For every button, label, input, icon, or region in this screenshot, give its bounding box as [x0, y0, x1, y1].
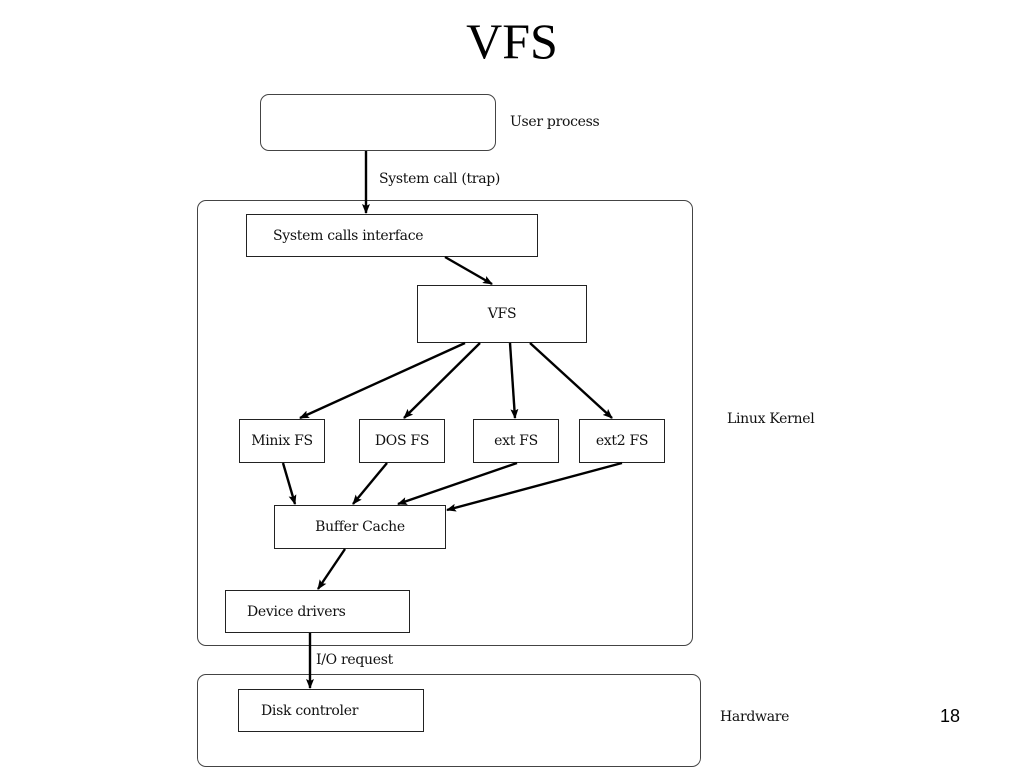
- hardware-box: [197, 674, 701, 767]
- user-process-label: User process: [510, 114, 600, 130]
- dos-fs-text: DOS FS: [374, 433, 430, 449]
- page-number: 18: [940, 706, 961, 726]
- ext2-fs-node: ext2 FS: [579, 419, 665, 463]
- ext-fs-text: ext FS: [494, 433, 538, 449]
- device-drivers-node: Device drivers: [225, 590, 410, 633]
- ext2-fs-text: ext2 FS: [595, 433, 649, 449]
- linux-kernel-box: [197, 200, 693, 646]
- system-call-label: System call (trap): [379, 171, 501, 187]
- ext-fs-node: ext FS: [473, 419, 559, 463]
- buffer-cache-text: Buffer Cache: [315, 519, 405, 535]
- minix-fs-node: Minix FS: [239, 419, 325, 463]
- minix-fs-text: Minix FS: [251, 433, 313, 449]
- vfs-text: VFS: [487, 306, 517, 322]
- dos-fs-node: DOS FS: [359, 419, 445, 463]
- io-request-label: I/O request: [316, 652, 393, 668]
- disk-controller-text: Disk controler: [261, 702, 359, 719]
- hardware-label: Hardware: [720, 709, 790, 725]
- syscall-interface-text: System calls interface: [273, 227, 424, 244]
- disk-controller-node: Disk controler: [238, 689, 424, 732]
- slide-title: VFS: [466, 13, 558, 69]
- buffer-cache-node: Buffer Cache: [274, 505, 446, 549]
- user-process-box: [260, 94, 496, 151]
- linux-kernel-label: Linux Kernel: [727, 411, 815, 427]
- syscall-interface-node: System calls interface: [246, 214, 538, 257]
- vfs-node: VFS: [417, 285, 587, 343]
- device-drivers-text: Device drivers: [247, 603, 346, 620]
